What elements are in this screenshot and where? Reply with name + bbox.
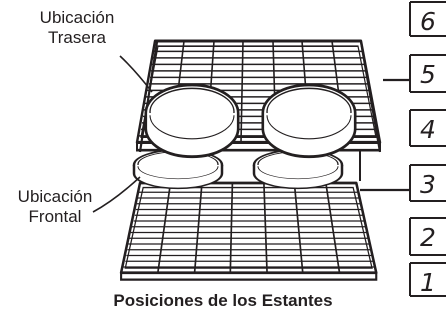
- front-label-line1: Ubicación: [17, 187, 93, 206]
- diagram-caption: Posiciones de los Estantes: [113, 291, 333, 310]
- front-leader: [92, 176, 141, 213]
- front-location-label: Ubicación Frontal: [0, 187, 110, 227]
- position-4-box: 4: [409, 109, 446, 147]
- position-1-box: 1: [409, 262, 446, 297]
- lower-rack: [119, 150, 378, 281]
- position-1-label: 1: [420, 268, 436, 297]
- front-label-line2: Frontal: [28, 207, 82, 226]
- position-3-box: 3: [409, 164, 446, 202]
- rear-leader: [119, 55, 153, 93]
- position-5-box: 5: [409, 54, 446, 93]
- position-2-box: 2: [409, 217, 446, 256]
- position-6-box: 6: [409, 1, 446, 37]
- position-5-label: 5: [420, 60, 436, 89]
- position-6-label: 6: [420, 7, 436, 36]
- rear-label-line1: Ubicación: [39, 8, 115, 27]
- position-2-label: 2: [420, 223, 436, 252]
- upper-rack: [135, 39, 382, 153]
- rear-label-line2: Trasera: [48, 28, 106, 47]
- leader-lines: [92, 55, 153, 213]
- position-3-label: 3: [420, 170, 436, 199]
- rack-position-numbers: 6 5 4 3 2 1: [360, 1, 446, 297]
- position-4-label: 4: [420, 115, 436, 144]
- rear-location-label: Ubicación Trasera: [22, 8, 132, 48]
